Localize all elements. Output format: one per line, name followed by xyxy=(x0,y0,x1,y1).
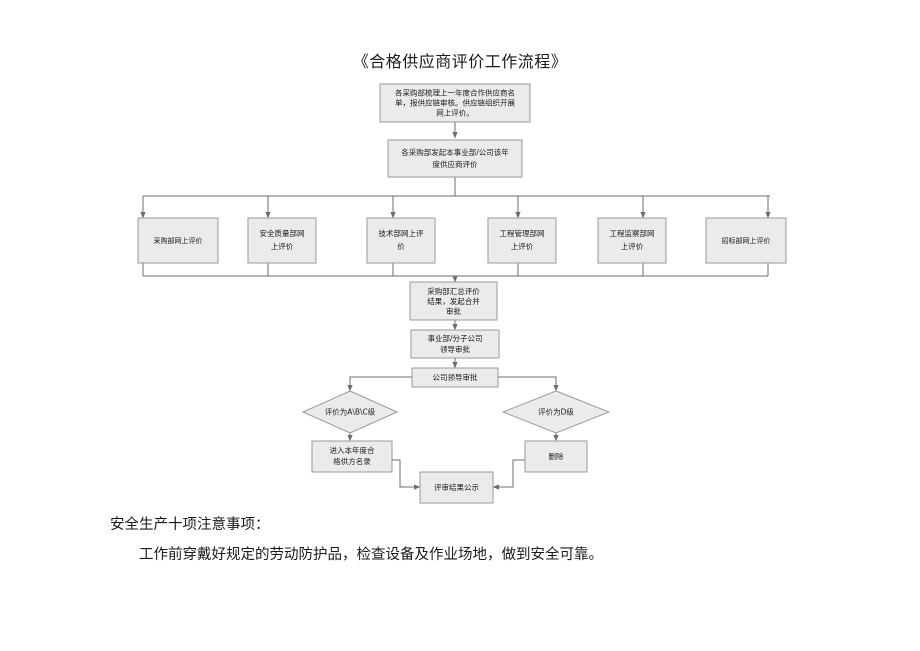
node-qualified-list[interactable]: 进入本年度合 格供方名录 xyxy=(311,440,393,473)
edge-company-to-decision-abc xyxy=(347,376,412,392)
node-dept6-line-1: 招标部网上评价 xyxy=(722,236,771,245)
flow-nodes: 各采购部梳理上一年度合作供应商名 单，报供应链审核。供应链组织开展 网上评价。 … xyxy=(137,83,787,504)
node-dept5-line-2: 上评价 xyxy=(621,242,644,251)
node-dept1[interactable]: 采购部网上评价 xyxy=(137,217,219,264)
node-approve-company-line-1: 公司领导审批 xyxy=(433,372,478,382)
edge-company-to-decision-d xyxy=(498,376,559,392)
node-publish[interactable]: 评审结果公示 xyxy=(419,471,494,504)
node-summary-line-3: 审批 xyxy=(446,306,461,316)
node-start-line-3: 网上评价。 xyxy=(436,109,474,118)
safety-notes-heading: 安全生产十项注意事项： xyxy=(110,517,270,533)
supplier-evaluation-flowchart: 各采购部梳理上一年度合作供应商名 单，报供应链审核。供应链组织开展 网上评价。 … xyxy=(137,83,787,504)
node-approve-bu-line-1: 事业部/分子公司 xyxy=(427,333,482,343)
node-dept4-line-2: 上评价 xyxy=(511,242,534,251)
node-dept5[interactable]: 工程监察部网 上评价 xyxy=(597,217,667,264)
node-dept6[interactable]: 招标部网上评价 xyxy=(705,217,787,264)
node-qualified-list-line-1: 进入本年度合 xyxy=(330,445,375,455)
node-remove[interactable]: 删除 xyxy=(524,440,588,473)
node-dept3[interactable]: 技术部网上评 价 xyxy=(366,217,436,264)
node-dept1-line-1: 采购部网上评价 xyxy=(154,236,203,245)
node-start-line-1: 各采购部梳理上一年度合作供应商名 xyxy=(395,88,515,98)
node-start[interactable]: 各采购部梳理上一年度合作供应商名 单，报供应链审核。供应链组织开展 网上评价。 xyxy=(379,83,531,123)
edge-qualified-list-to-publish xyxy=(392,459,421,490)
node-approve-bu-line-2: 领导审批 xyxy=(440,344,470,354)
edge-remove-to-publish xyxy=(492,459,525,490)
node-decision-abc[interactable]: 评价为A\B\C级 xyxy=(301,390,399,434)
node-start-line-2: 单，报供应链审核。供应链组织开展 xyxy=(395,98,515,108)
node-dept4-line-1: 工程管理部网 xyxy=(500,228,545,238)
flow-edges xyxy=(140,122,771,490)
node-dept3-line-1: 技术部网上评 xyxy=(379,228,424,238)
node-summary-line-1: 采购部汇总评价 xyxy=(427,286,480,296)
node-decision-d[interactable]: 评价为D级 xyxy=(501,390,611,434)
node-initiate[interactable]: 各采购部发起本事业部/公司该年 度供应商评价 xyxy=(387,139,523,178)
node-dept4[interactable]: 工程管理部网 上评价 xyxy=(487,217,557,264)
node-remove-label: 删除 xyxy=(549,451,564,461)
page-title: 《合格供应商评价工作流程》 xyxy=(352,52,568,71)
node-qualified-list-line-2: 格供方名录 xyxy=(333,456,371,466)
node-approve-company[interactable]: 公司领导审批 xyxy=(411,367,499,388)
node-dept2-line-1: 安全质量部网 xyxy=(260,228,305,238)
node-summary-line-2: 结果，发起合并 xyxy=(427,296,480,306)
node-dept5-line-1: 工程监察部网 xyxy=(610,228,655,238)
safety-notes-body: 工作前穿戴好规定的劳动防护品，检查设备及作业场地，做到安全可靠。 xyxy=(139,547,603,563)
node-initiate-line-1: 各采购部发起本事业部/公司该年 xyxy=(401,147,509,157)
node-approve-bu[interactable]: 事业部/分子公司 领导审批 xyxy=(410,329,500,359)
node-decision-d-label: 评价为D级 xyxy=(538,407,574,417)
node-dept2[interactable]: 安全质量部网 上评价 xyxy=(247,217,317,264)
node-dept3-line-2: 价 xyxy=(397,242,405,251)
node-summary[interactable]: 采购部汇总评价 结果，发起合并 审批 xyxy=(409,281,498,321)
node-dept2-line-2: 上评价 xyxy=(271,242,294,251)
node-decision-abc-label: 评价为A\B\C级 xyxy=(325,407,376,417)
node-initiate-line-2: 度供应商评价 xyxy=(433,159,478,169)
node-publish-label: 评审结果公示 xyxy=(434,482,479,492)
